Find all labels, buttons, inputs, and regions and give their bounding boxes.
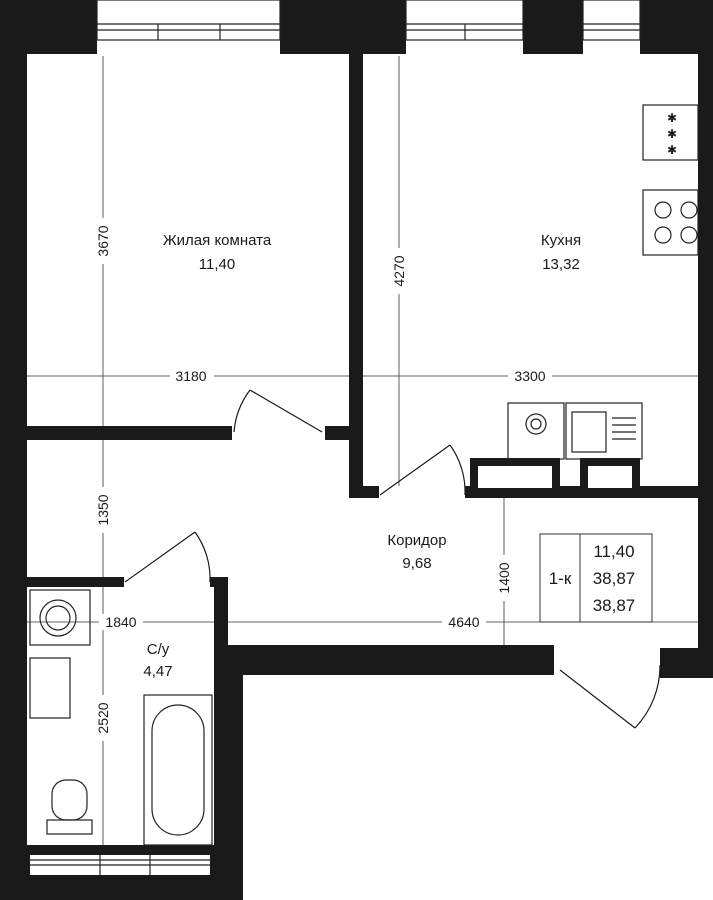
room-name-corridor: Коридор	[387, 532, 446, 549]
summary-living-area: 11,40	[593, 542, 634, 561]
dim-living-width: 3180	[175, 368, 206, 384]
summary-total-area: 38,87	[593, 569, 636, 588]
svg-text:✱: ✱	[667, 127, 677, 141]
room-area-kitchen: 13,32	[542, 256, 580, 273]
room-name-living: Жилая комната	[163, 232, 272, 249]
room-area-living: 11,40	[199, 256, 235, 273]
room-name-bathroom: С/у	[147, 641, 170, 658]
apartment-type: 1-к	[549, 569, 572, 588]
doors	[124, 389, 661, 729]
dim-kitchen-height: 4270	[391, 255, 407, 286]
dim-bath-height: 2520	[95, 702, 111, 733]
bathroom-fixtures	[29, 589, 213, 846]
kitchen-fixtures: ✱ ✱ ✱	[507, 104, 699, 460]
windows	[30, 0, 641, 875]
hood-icon: ✱	[667, 111, 677, 125]
area-summary: 1-к 11,40 38,87 38,87	[539, 533, 653, 623]
dim-living-height: 3670	[95, 225, 111, 256]
dim-corridor-left-height: 1350	[95, 494, 111, 525]
summary-total-area-2: 38,87	[593, 596, 636, 615]
dim-bath-width: 1840	[105, 614, 136, 630]
svg-text:✱: ✱	[667, 143, 677, 157]
dim-kitchen-width: 3300	[514, 368, 545, 384]
room-name-kitchen: Кухня	[541, 232, 581, 249]
room-area-corridor: 9,68	[402, 555, 431, 572]
dim-corridor-right-height: 1400	[496, 562, 512, 593]
room-area-bathroom: 4,47	[143, 663, 172, 680]
dim-corridor-width: 4640	[448, 614, 479, 630]
